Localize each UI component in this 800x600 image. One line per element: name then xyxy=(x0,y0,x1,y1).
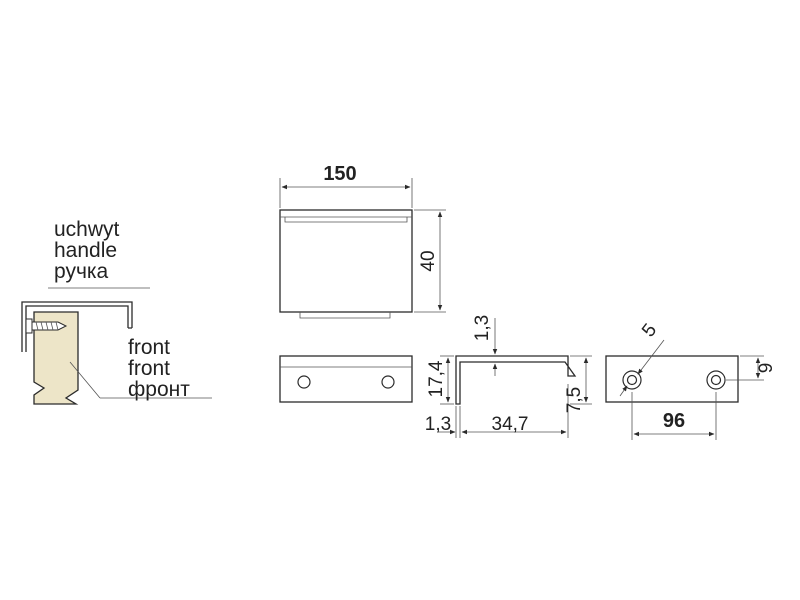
front-view: 150 40 xyxy=(279,163,446,319)
mounting-hole-left xyxy=(297,375,311,389)
dimension-hole-height: 9 xyxy=(756,363,777,374)
dimension-front-thickness: 1,3 xyxy=(425,414,451,435)
front-view-outline xyxy=(279,209,413,313)
plate-view: 5 9 96 xyxy=(605,320,777,440)
plate-outline xyxy=(605,355,739,403)
dimension-side-height: 17,4 xyxy=(426,360,447,397)
dimension-hole-spacing: 96 xyxy=(663,410,685,432)
dimension-height: 40 xyxy=(418,250,439,271)
dimension-depth: 34,7 xyxy=(492,414,529,435)
plate-hole-right-outer xyxy=(706,370,726,390)
plate-hole-right-inner xyxy=(710,374,722,386)
label-handle-pl: uchwyt xyxy=(54,218,120,241)
side-profile-view: 1,3 17,4 1,3 34,7 7,5 xyxy=(425,315,592,438)
dimension-hole-diameter: 5 xyxy=(638,320,661,341)
mounting-section-view: uchwyt handle ручка front front фронт xyxy=(21,218,212,405)
dimension-flange: 1,3 xyxy=(472,315,493,341)
front-view-foot xyxy=(299,312,391,319)
dimension-lip: 7,5 xyxy=(564,387,585,413)
label-handle-ru: ручка xyxy=(54,260,109,283)
label-handle-en: handle xyxy=(54,239,117,262)
front-view-top-edge xyxy=(280,216,412,223)
plate-hole-left-outer xyxy=(622,370,642,390)
mounting-hole-right xyxy=(381,375,395,389)
bottom-view xyxy=(279,355,413,403)
label-front-pl: front xyxy=(128,336,170,359)
label-front-ru: фронт xyxy=(128,378,190,401)
dimension-width: 150 xyxy=(323,163,356,185)
front-panel xyxy=(33,311,79,405)
front-leader xyxy=(69,361,101,399)
bottom-view-outline xyxy=(279,355,413,403)
label-front-en: front xyxy=(128,357,170,380)
screw-icon xyxy=(25,318,68,334)
plate-hole-left-inner xyxy=(626,374,638,386)
side-profile-outline xyxy=(455,355,577,405)
